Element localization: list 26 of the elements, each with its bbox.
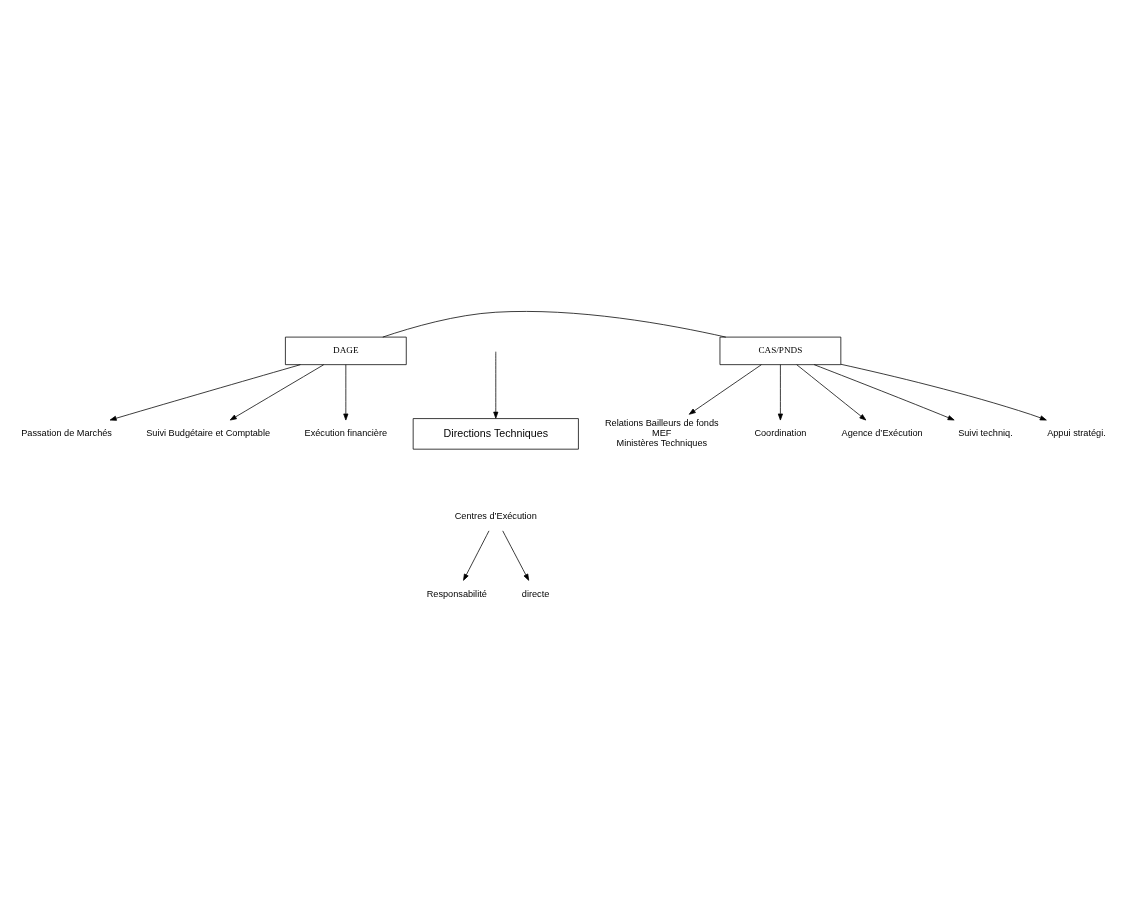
node-text: Passation de Marchés [21, 428, 112, 439]
arrow [777, 364, 783, 421]
node-box: CAS/PNDS [719, 336, 842, 366]
arrow [502, 530, 530, 581]
arrow [109, 364, 301, 421]
node-text: Agence d’Exécution [841, 428, 923, 439]
node-box: Directions Techniques [412, 418, 579, 450]
node-text: Coordination [754, 428, 807, 439]
arrow [840, 363, 1047, 421]
node-text: Exécution financière [304, 428, 388, 439]
node-text: directe [521, 588, 550, 599]
node-text: Relations Bailleurs de fonds MEF Ministères Techniques [604, 418, 719, 449]
arrow [813, 364, 955, 421]
arrow [688, 364, 762, 415]
arrow [343, 364, 349, 421]
node-text: Appui stratégi. [1047, 428, 1106, 439]
arrow [463, 530, 490, 581]
connector [382, 311, 727, 338]
node-text: Responsabilité [426, 588, 487, 599]
node-text: Suivi Budgétaire et Comptable [146, 428, 271, 439]
arrow [229, 364, 325, 421]
arrow [796, 364, 867, 421]
arrow [493, 351, 499, 419]
node-box: DAGE [285, 336, 407, 366]
node-text: Centres d’Exécution [454, 511, 537, 522]
node-text: Suivi techniq. [958, 428, 1013, 439]
